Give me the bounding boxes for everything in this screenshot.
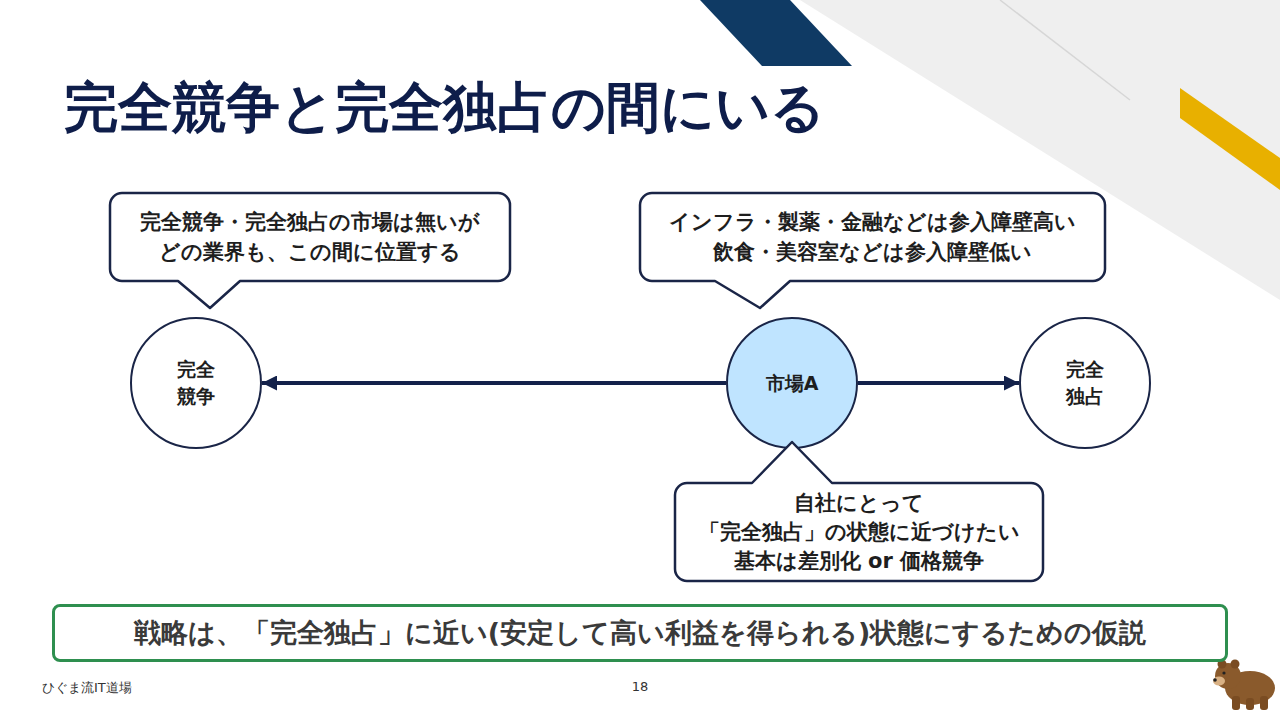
text-line: 自社にとって [699,489,1020,518]
slide-title: 完全競争と完全独占の間にいる [64,76,825,140]
footer-brand: ひぐま流IT道場 [42,679,242,697]
bear-snout [1213,677,1225,686]
bear-illustration [1213,660,1275,711]
speech-callout: 完全競争・完全独占の市場は無いが どの業界も、この間に位置する [110,193,510,281]
bear-nose [1213,678,1217,682]
circle-label: 市場A [766,370,819,397]
callout-shape [110,193,510,308]
axis-arrow [858,381,1019,385]
callout-text: 自社にとって 「完全独占」の状態に近づけたい 基本は差別化 or 価格競争 [699,489,1020,576]
bear-ear [1231,660,1240,669]
conclusion-text: 戦略は、「完全独占」に近い(安定して高い利益を得られる)状態にするための仮説 [134,616,1147,650]
axis-arrow [262,381,726,385]
callout-shape [640,193,1105,308]
bear-eye [1222,671,1225,674]
text-line: 市場A [766,370,819,397]
thin-line [1000,0,1130,100]
speech-callout: 自社にとって 「完全独占」の状態に近づけたい 基本は差別化 or 価格競争 [675,483,1043,581]
text-line: 戦略は、「完全独占」に近い(安定して高い利益を得られる)状態にするための仮説 [134,616,1147,650]
callout-outline [110,193,510,281]
blue-stripe [700,0,852,66]
text-line: 独占 [1066,383,1104,410]
bear-leg [1246,698,1254,710]
circle-label: 完全 競争 [177,356,215,410]
circle-label: 完全 独占 [1066,356,1104,410]
text-line: 完全競争・完全独占の市場は無いが [140,207,480,237]
text-line: 飲食・美容室などは参入障壁低い [669,237,1076,267]
speech-callout: インフラ・製薬・金融などは参入障壁高い 飲食・美容室などは参入障壁低い [640,193,1105,281]
bear-leg [1260,696,1268,710]
text-line: 完全 [177,356,215,383]
text-line: インフラ・製薬・金融などは参入障壁高い [669,207,1076,237]
callout-shape [675,442,1043,581]
market-circle: 完全 競争 [130,317,262,449]
market-circle: 完全 独占 [1019,317,1151,449]
callout-text: インフラ・製薬・金融などは参入障壁高い 飲食・美容室などは参入障壁低い [669,207,1076,267]
yellow-stripe [1180,88,1280,190]
callout-outline [640,193,1105,281]
bear-leg [1232,696,1240,710]
page-number: 18 [540,679,740,694]
text-line: 「完全独占」の状態に近づけたい [699,518,1020,547]
text-line: どの業界も、この間に位置する [140,237,480,267]
text-line: 完全 [1066,356,1104,383]
text-line: 競争 [177,383,215,410]
text-line: 基本は差別化 or 価格競争 [699,547,1020,576]
market-circle: 市場A [726,317,858,449]
callout-text: 完全競争・完全独占の市場は無いが どの業界も、この間に位置する [140,207,480,267]
conclusion-box: 戦略は、「完全独占」に近い(安定して高い利益を得られる)状態にするための仮説 [52,604,1228,662]
